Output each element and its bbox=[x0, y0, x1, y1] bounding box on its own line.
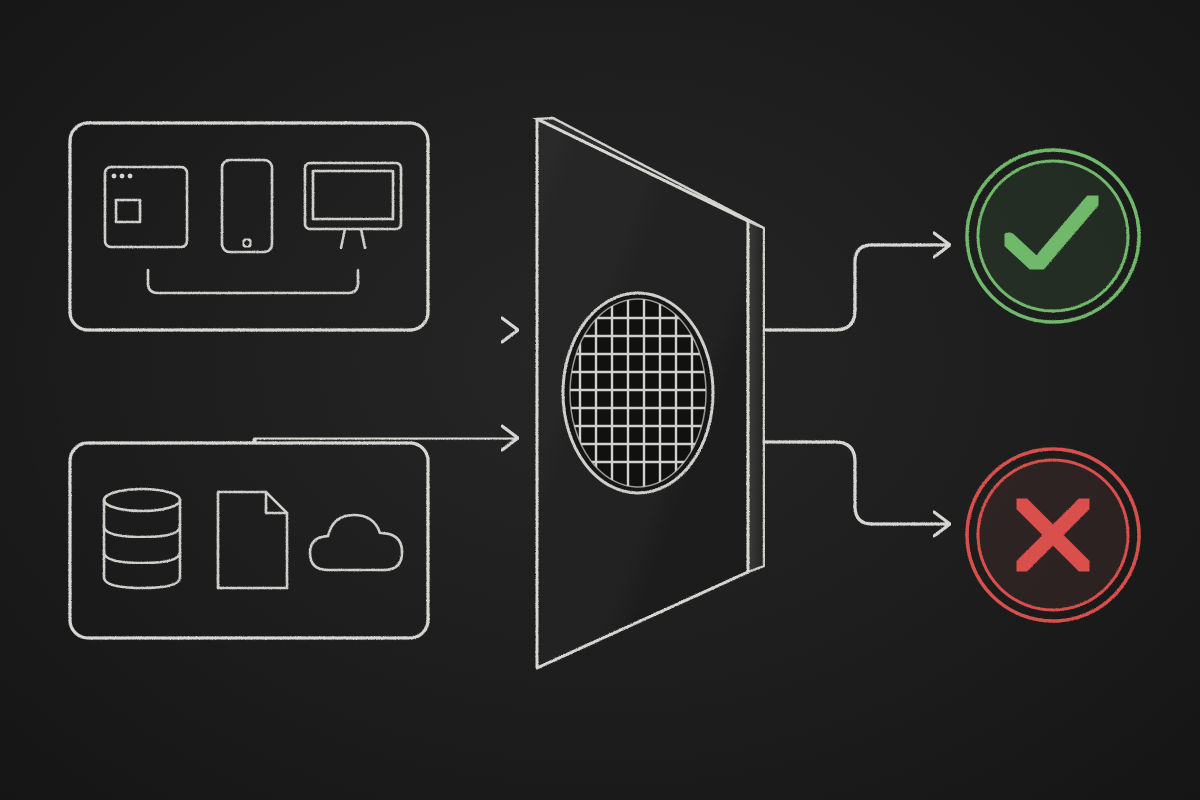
desktop-monitor-icon bbox=[303, 161, 403, 252]
database-icon bbox=[102, 487, 182, 590]
rejected-outer-ring bbox=[965, 447, 1141, 623]
arrow-to-rejected bbox=[762, 440, 952, 538]
data-sources-box bbox=[68, 441, 430, 640]
data-sources-group bbox=[68, 436, 430, 640]
accepted-outcome bbox=[965, 148, 1141, 324]
arrow-data-to-filter bbox=[253, 424, 520, 452]
client-devices-box bbox=[68, 121, 430, 332]
arrow-devices-to-filter bbox=[426, 316, 520, 344]
x-mark-icon bbox=[1012, 494, 1094, 576]
arrow-to-accepted bbox=[762, 231, 952, 332]
client-devices-group bbox=[68, 121, 430, 332]
browser-window-icon bbox=[103, 165, 189, 249]
smartphone-icon bbox=[220, 158, 274, 254]
device-bracket bbox=[146, 268, 360, 295]
mesh-filter-panel-icon bbox=[532, 116, 766, 670]
accepted-outer-ring bbox=[965, 148, 1141, 324]
document-icon bbox=[216, 490, 289, 590]
checkmark-icon bbox=[1001, 191, 1102, 274]
rejected-outcome bbox=[965, 447, 1141, 623]
cloud-icon bbox=[308, 513, 404, 572]
